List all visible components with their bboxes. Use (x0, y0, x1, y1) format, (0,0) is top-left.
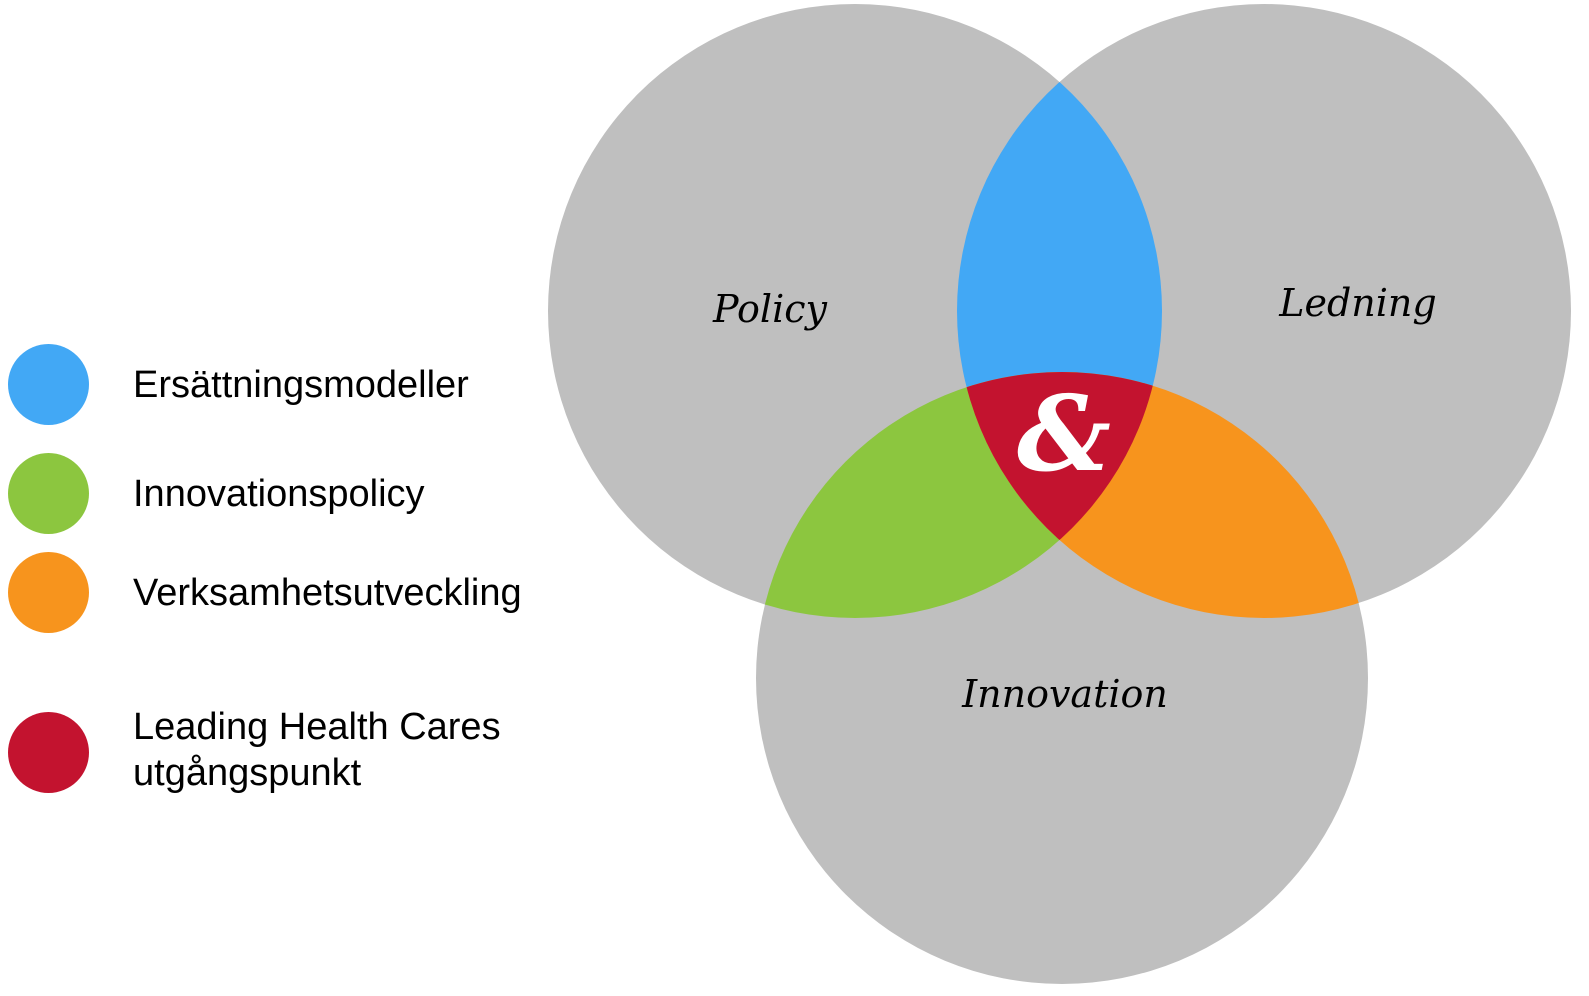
legend-swatch-green (8, 453, 89, 534)
innovation-label: Innovation (961, 672, 1168, 716)
ampersand-icon: & (1017, 372, 1111, 495)
legend-swatch-red (8, 712, 89, 793)
legend-label: Innovationspolicy (133, 473, 425, 515)
ledning-innovation-overlap (957, 372, 1368, 618)
legend-swatch-orange (8, 552, 89, 633)
legend-label: Ersättningsmodeller (133, 364, 469, 406)
legend-label: Verksamhetsutveckling (133, 572, 522, 614)
legend-swatch-blue (8, 344, 89, 425)
policy-label: Policy (712, 287, 827, 331)
ledning-label: Ledning (1278, 281, 1436, 325)
policy-innovation-overlap (756, 372, 1162, 618)
legend-label: Leading Health Cares utgångspunkt (133, 706, 501, 794)
